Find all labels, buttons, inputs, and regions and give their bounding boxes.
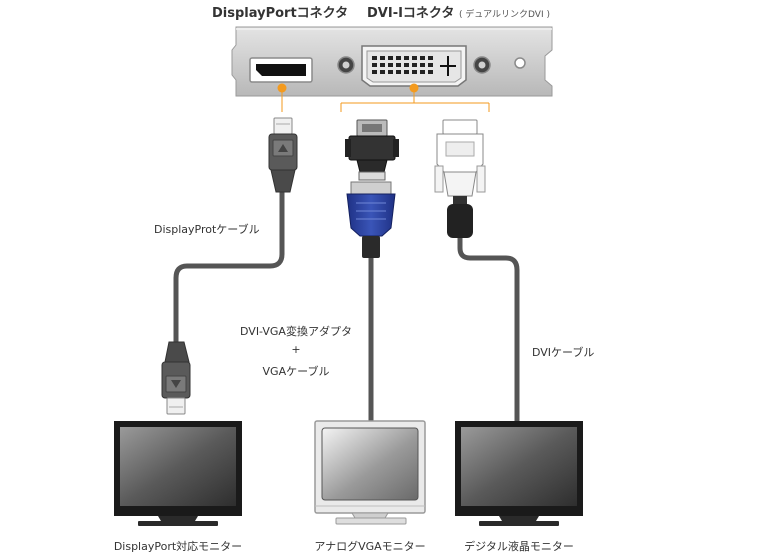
displayport-plug-top	[268, 117, 298, 193]
displayport-cable	[173, 192, 285, 342]
displayport-port	[249, 57, 313, 83]
dvi-cable-label: DVIケーブル	[532, 346, 595, 359]
digital-lcd-monitor-label: デジタル液晶モニター	[464, 540, 574, 553]
bracket-hole	[514, 57, 526, 69]
digital-lcd-monitor	[455, 421, 583, 526]
analog-vga-monitor-label: アナログVGAモニター	[314, 540, 426, 553]
dvi-vga-adapter	[345, 119, 399, 181]
dvi-cable	[457, 238, 520, 428]
dvi-i-port	[337, 45, 491, 87]
analog-vga-monitor	[314, 420, 426, 525]
adapter-label-line1: DVI-VGA変換アダプタ	[240, 325, 352, 338]
displayport-monitor	[114, 421, 242, 526]
displayport-cable-label: DisplayProtケーブル	[154, 223, 260, 236]
dvi-i-connector-title: DVI-Iコネクタ	[367, 6, 455, 21]
adapter-label-line2: VGAケーブル	[262, 365, 330, 378]
displayport-plug-bottom	[161, 341, 191, 415]
displayport-monitor-label: DisplayPort対応モニター	[113, 540, 243, 553]
dvi-i-connector-note: ( デュアルリンクDVI )	[458, 10, 550, 20]
dvi-i-connector-label: DVI-Iコネクタ ( デュアルリンクDVI )	[367, 2, 550, 21]
dvi-plug	[434, 119, 486, 238]
dvi-pins	[372, 56, 433, 74]
callout-markers	[277, 83, 490, 112]
adapter-label-plus: +	[291, 343, 301, 356]
vga-plug	[346, 181, 396, 258]
displayport-connector-label: DisplayPortコネクタ	[212, 6, 349, 21]
